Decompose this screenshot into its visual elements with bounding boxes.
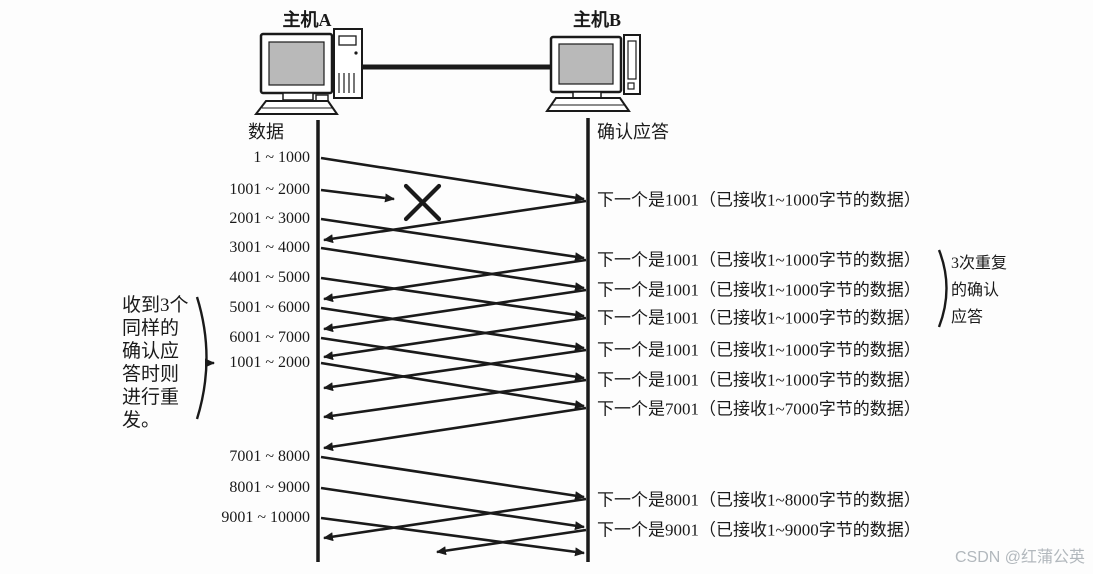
packet-loss-x-icon	[403, 183, 442, 222]
retransmit-note: 收到3个 同样的 确认应 答时则 进行重 发。	[122, 295, 189, 431]
segment-label: 1001 ~ 2000	[229, 181, 310, 198]
host-a-computer-icon	[253, 28, 363, 115]
segment-label: 1 ~ 1000	[253, 149, 310, 166]
segment-label: 5001 ~ 6000	[229, 299, 310, 316]
segment-label: 4001 ~ 5000	[229, 269, 310, 286]
segment-label: 3001 ~ 4000	[229, 239, 310, 256]
ack-column-header: 确认应答	[597, 122, 669, 142]
ack-label: 下一个是1001（已接收1~1000字节的数据）	[597, 280, 921, 300]
ack-label: 下一个是1001（已接收1~1000字节的数据）	[597, 370, 921, 390]
ack-label: 下一个是1001（已接收1~1000字节的数据）	[597, 308, 921, 328]
ack-label: 下一个是1001（已接收1~1000字节的数据）	[597, 250, 921, 270]
data-arrows	[320, 156, 585, 557]
segment-label: 8001 ~ 9000	[229, 479, 310, 496]
host-a-label: 主机A	[282, 10, 332, 30]
watermark: CSDN @红蒲公英	[954, 549, 1085, 566]
ack-label: 下一个是1001（已接收1~1000字节的数据）	[597, 190, 921, 210]
right-note-brace	[937, 249, 948, 328]
segment-label: 7001 ~ 8000	[229, 448, 310, 465]
lost-segment-arrow	[320, 188, 395, 203]
left-note-brace	[195, 296, 215, 420]
ack-label: 下一个是1001（已接收1~1000字节的数据）	[597, 340, 921, 360]
segment-label: 2001 ~ 3000	[229, 210, 310, 227]
ack-label: 下一个是7001（已接收1~7000字节的数据）	[597, 399, 921, 419]
host-b-label: 主机B	[572, 10, 622, 30]
duplicate-ack-note: 3次重复 的确认 应答	[951, 255, 1008, 326]
segment-label: 6001 ~ 7000	[229, 329, 310, 346]
host-b-computer-icon	[362, 34, 641, 112]
data-column-header: 数据	[248, 122, 284, 142]
ack-arrows	[323, 199, 587, 556]
segment-label-retransmit: 1001 ~ 2000	[229, 354, 310, 371]
ack-label: 下一个是8001（已接收1~8000字节的数据）	[597, 490, 921, 510]
ack-label: 下一个是9001（已接收1~9000字节的数据）	[597, 520, 921, 540]
segment-label: 9001 ~ 10000	[221, 509, 310, 526]
